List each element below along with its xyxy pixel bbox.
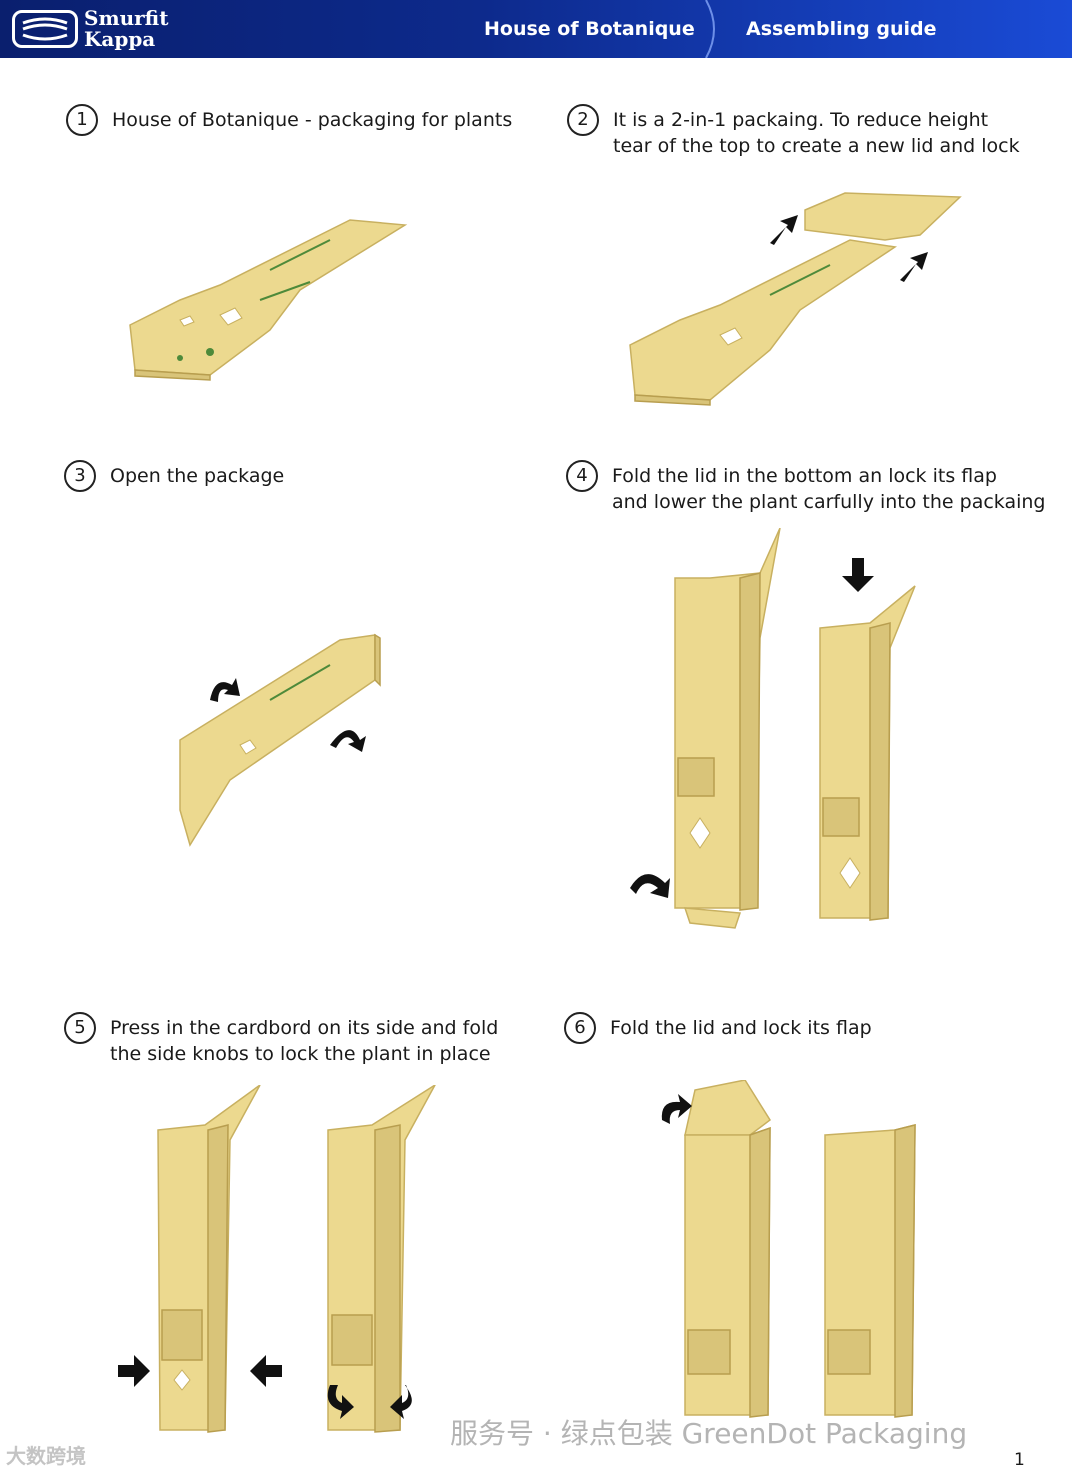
press-side-illustration xyxy=(110,1085,440,1435)
step-number: 5 xyxy=(64,1012,96,1044)
step-number: 2 xyxy=(567,104,599,136)
fold-lid-illustration xyxy=(650,1080,930,1420)
step-number: 4 xyxy=(566,460,598,492)
step-caption: Press in the cardbord on its side and fo… xyxy=(110,1015,498,1067)
flat-blank-illustration xyxy=(120,210,420,390)
curved-arrow-icon xyxy=(630,874,670,898)
arrow-left-icon xyxy=(250,1355,282,1387)
tear-off-illustration xyxy=(620,185,970,415)
watermark-text: 服务号 · 绿点包装 GreenDot Packaging xyxy=(450,1412,967,1452)
arrow-up-right-icon xyxy=(900,252,928,282)
smurfit-kappa-logo: Smurfit Kappa xyxy=(12,8,172,52)
open-package-illustration xyxy=(170,630,390,855)
header-bar: Smurfit Kappa House of Botanique Assembl… xyxy=(0,0,1072,58)
corner-watermark: 大数跨境 xyxy=(6,1440,86,1469)
step-caption: It is a 2-in-1 packaing. To reduce heigh… xyxy=(613,107,1020,159)
step-number: 6 xyxy=(564,1012,596,1044)
logo-mark-icon xyxy=(12,10,78,48)
arrow-up-left-icon xyxy=(770,215,798,245)
brand-line2: Kappa xyxy=(84,29,155,49)
header-separator xyxy=(704,0,724,58)
step-caption: Fold the lid in the bottom an lock its f… xyxy=(612,463,1045,515)
guide-title: Assembling guide xyxy=(746,18,937,40)
page-number: 1 xyxy=(1014,1450,1025,1470)
brand-line1: Smurfit xyxy=(84,8,168,28)
step-number: 1 xyxy=(66,104,98,136)
product-title: House of Botanique xyxy=(484,18,695,40)
curved-arrow-icon xyxy=(330,730,366,752)
curved-arrow-icon xyxy=(662,1094,692,1124)
step-caption: House of Botanique - packaging for plant… xyxy=(112,107,512,133)
arrow-down-icon xyxy=(842,558,874,592)
curved-arrow-icon xyxy=(210,678,240,702)
fold-bottom-illustration xyxy=(620,528,960,933)
step-number: 3 xyxy=(64,460,96,492)
step-caption: Open the package xyxy=(110,463,284,489)
arrow-right-icon xyxy=(118,1355,150,1387)
step-caption: Fold the lid and lock its flap xyxy=(610,1015,872,1041)
